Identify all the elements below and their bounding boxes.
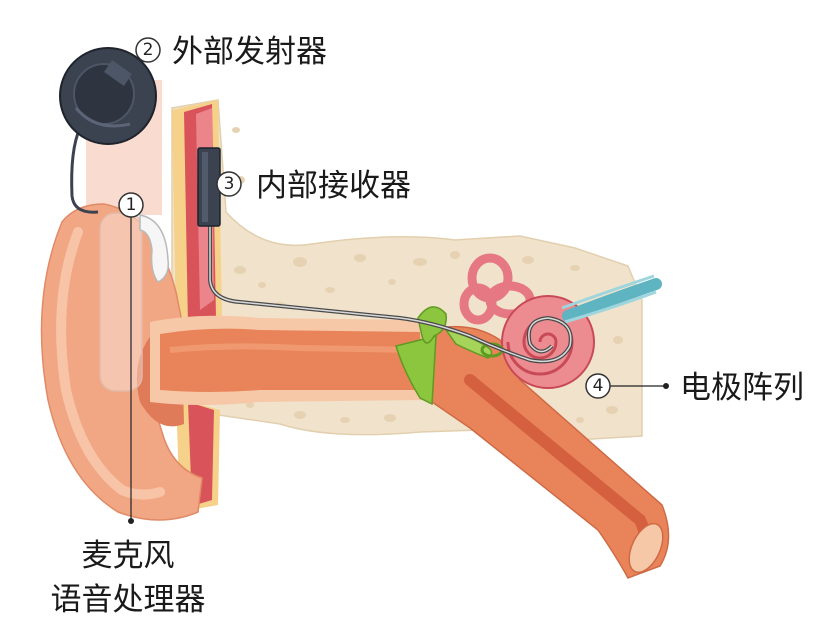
electrode-leader-dot — [663, 383, 669, 389]
number-badge-2-text: 2 — [143, 40, 154, 60]
microphone-label: 麦克风 — [82, 538, 175, 574]
electrode-array-label: 电极阵列 — [680, 370, 804, 406]
processor-leader-dot — [128, 518, 134, 524]
label-receiver: 3 内部接收器 — [217, 168, 411, 204]
number-badge-4-text: 4 — [593, 376, 604, 396]
number-badge-1-text: 1 — [126, 195, 137, 215]
label-transmitter: 2 外部发射器 — [136, 34, 327, 70]
number-badge-3-text: 3 — [224, 174, 235, 194]
speech-processor-label: 语音处理器 — [51, 582, 206, 618]
receiver-label: 内部接收器 — [256, 168, 411, 204]
ear-canal — [150, 316, 428, 405]
external-transmitter — [60, 48, 156, 144]
transmitter-label: 外部发射器 — [172, 34, 327, 70]
